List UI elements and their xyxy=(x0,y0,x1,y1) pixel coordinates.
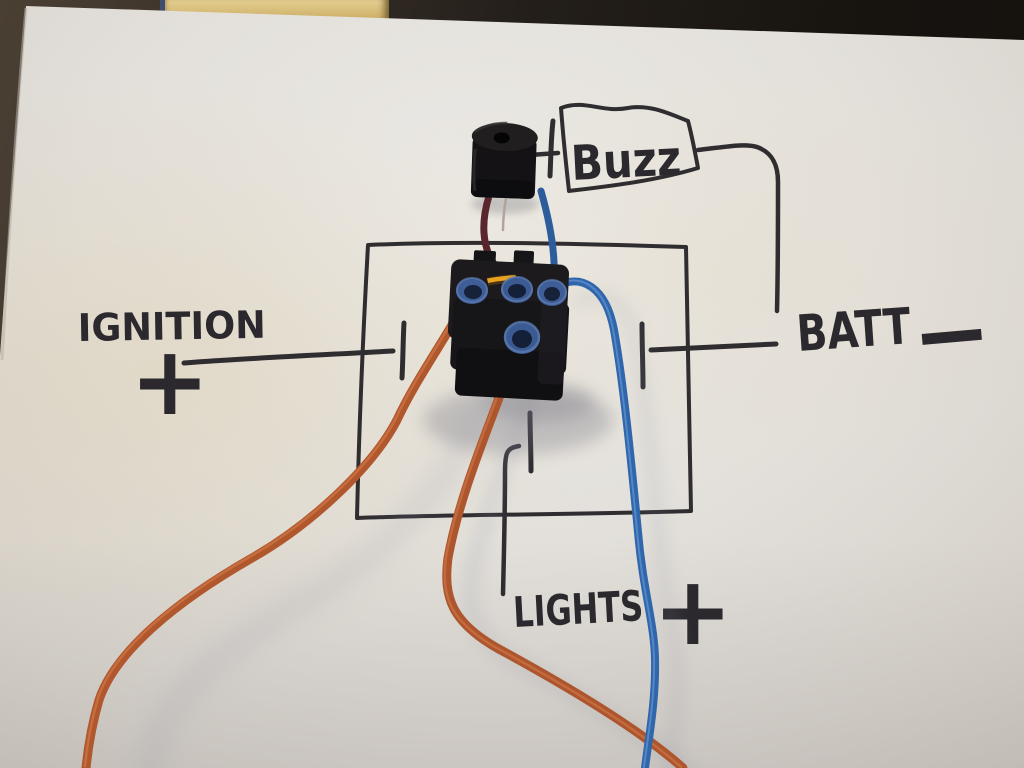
connector-left xyxy=(456,277,488,304)
lights-label: LIGHTS xyxy=(512,581,644,637)
connector-center-top xyxy=(501,276,533,303)
relay-body-bottom xyxy=(454,347,565,401)
ignition-plus-sign: + xyxy=(130,327,210,437)
battery-label: BATT xyxy=(795,297,913,363)
wire-highlight xyxy=(443,347,683,768)
paper-left-edge xyxy=(0,7,28,361)
blue-object-edge xyxy=(160,0,169,14)
relay-connectors xyxy=(456,276,567,354)
relay-box-outline xyxy=(355,240,693,520)
battery-terminal-line xyxy=(648,341,779,353)
wires-layer xyxy=(81,187,688,768)
buzzer-rim-highlight xyxy=(474,121,508,133)
ignition-terminal-tick xyxy=(399,320,407,381)
connector-bottom xyxy=(503,320,541,354)
connector-right xyxy=(537,279,567,306)
ignition-terminal-line xyxy=(181,348,396,366)
wire-shadow xyxy=(571,290,683,768)
buzzer-label: Buzz xyxy=(570,130,683,192)
buzzer-to-battery-line xyxy=(695,143,781,314)
wire-highlight xyxy=(553,279,656,768)
buzzer-lead-pin xyxy=(501,196,508,232)
buzzer-component xyxy=(470,121,538,199)
ink-layer: IGNITION + BATT − Buzz LIGHTS + xyxy=(77,102,996,667)
relay-side-face xyxy=(537,280,569,385)
relay-tab xyxy=(513,250,535,266)
buzzer-box-outline xyxy=(559,102,700,193)
buzzer-sound-hole xyxy=(493,132,510,144)
buzzer-body-base xyxy=(472,179,534,199)
battery-minus-sign: − xyxy=(907,276,996,393)
buzzer-link-tick xyxy=(547,118,556,179)
relay-component xyxy=(447,250,570,401)
buzzer-side-highlight xyxy=(472,148,477,192)
wire-highlight xyxy=(83,293,468,768)
ignition-label: IGNITION xyxy=(77,303,266,350)
shadow-layer xyxy=(141,194,695,768)
wire-orange-left xyxy=(81,292,472,768)
